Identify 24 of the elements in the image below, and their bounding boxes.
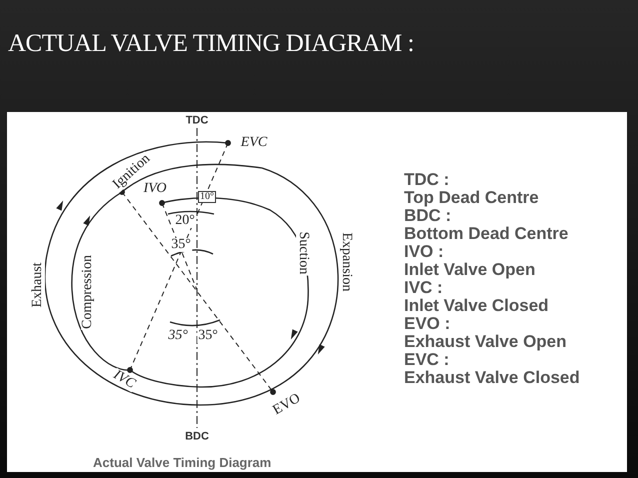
slide-title: ACTUAL VALVE TIMING DIAGRAM : xyxy=(8,30,414,58)
definition-text: Bottom Dead Centre xyxy=(404,225,570,243)
definition-text: Exhaust Valve Open xyxy=(404,333,568,351)
definition-text: Inlet Valve Open xyxy=(404,261,536,279)
angle-label: 35° xyxy=(170,238,192,252)
stroke-label: Suction xyxy=(296,230,310,276)
position-label: TDC xyxy=(186,116,208,126)
angle-label: 10° xyxy=(198,191,216,203)
position-label: BDC xyxy=(185,432,209,442)
stroke-label: Exhaust xyxy=(31,261,45,309)
abbreviation-term: BDC : xyxy=(404,207,452,225)
abbreviation-term: IVO : xyxy=(404,243,445,261)
abbreviation-term: IVC : xyxy=(404,279,444,297)
definition-text: Top Dead Centre xyxy=(404,189,540,207)
definition-text: Exhaust Valve Closed xyxy=(404,369,580,387)
definition-text: Inlet Valve Closed xyxy=(404,297,550,315)
abbreviation-term: TDC : xyxy=(404,171,450,189)
stroke-label: Expansion xyxy=(339,231,353,293)
abbreviation-term: EVC : xyxy=(404,351,450,369)
angle-label: 20° xyxy=(174,214,196,228)
angle-label: 35° xyxy=(197,329,219,343)
figure-caption: Actual Valve Timing Diagram xyxy=(93,455,272,470)
stroke-label: Compression xyxy=(81,254,95,330)
abbreviation-term: EVO : xyxy=(404,315,452,333)
